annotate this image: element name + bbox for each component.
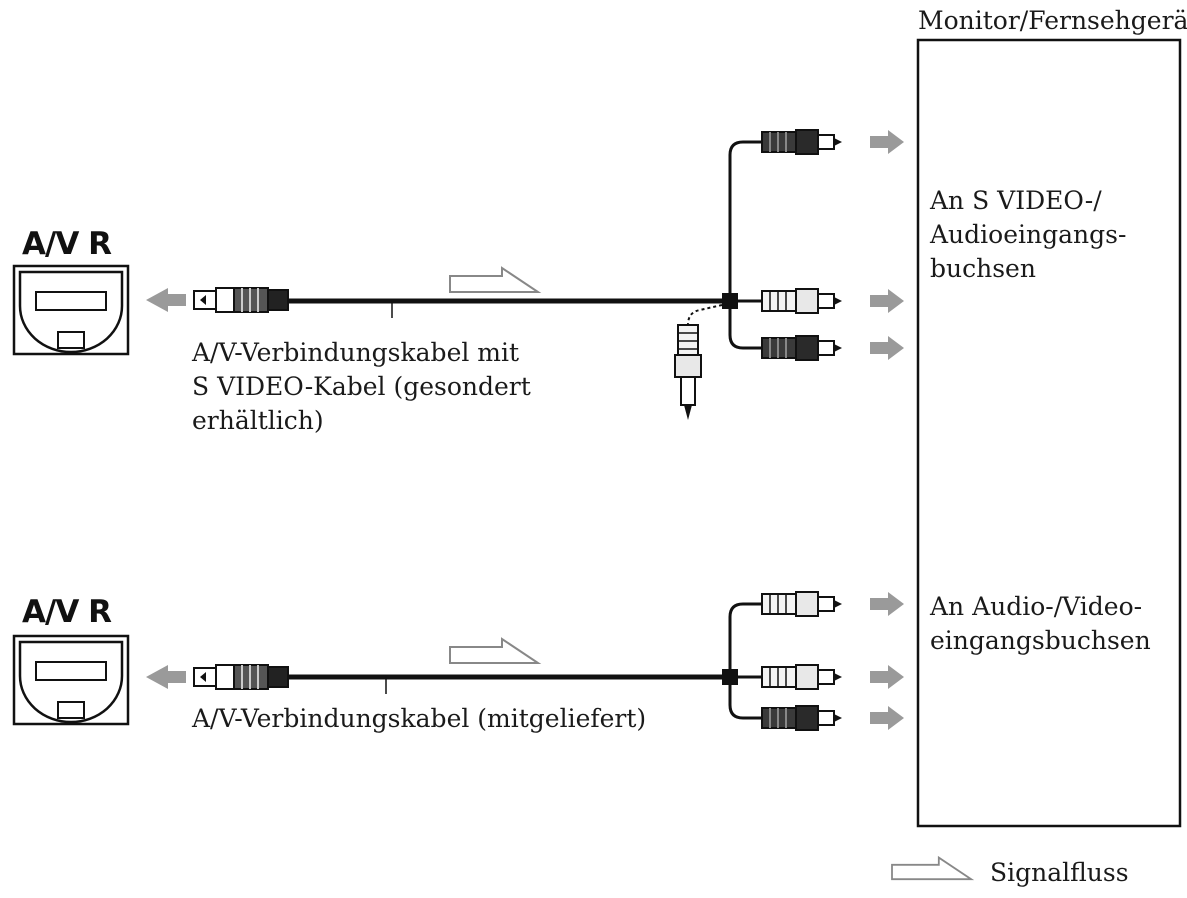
top-cable-label: A/V-Verbindungskabel mit S VIDEO-Kabel (… [192,336,531,438]
top-arrow-1-icon [870,130,904,154]
top-unused-video-plug-icon [674,324,702,420]
top-cable-label-line: erhältlich) [192,406,324,435]
hollow-arrow-icon [891,856,973,881]
top-audio-red-plug-icon [761,335,843,361]
bottom-audio-white-plug-icon [761,664,843,690]
monitor-bottom-label-line: eingangsbuchsen [930,626,1151,655]
bottom-av-r-jack-icon [12,634,130,726]
bottom-arrow-2-icon [870,665,904,689]
bottom-junction [722,669,738,685]
bottom-video-yellow-plug-icon [761,591,843,617]
top-connection [12,129,904,420]
top-cable-label-line: A/V-Verbindungskabel mit [192,338,520,367]
bottom-jack-arrow-icon [146,665,186,689]
top-signal-flow-arrow-icon [449,267,539,293]
bottom-connection [12,591,904,731]
top-arrow-2-icon [870,289,904,313]
bottom-camcorder-plug-icon [193,664,289,690]
monitor-top-label: An S VIDEO-/ Audioeingangs- buchsen [930,184,1126,286]
top-svideo-plug-icon [761,129,843,155]
top-arrow-3-icon [870,336,904,360]
top-camcorder-plug-icon [193,287,289,313]
bottom-cable-label-line: A/V-Verbindungskabel (mitgeliefert) [192,704,647,733]
monitor-title: Monitor/Fernsehgerät [918,6,1187,35]
top-audio-white-plug-icon [761,288,843,314]
bottom-arrow-1-icon [870,592,904,616]
monitor-top-label-line: Audioeingangs- [930,220,1127,249]
top-av-r-jack-icon [12,264,130,356]
monitor-bottom-label-line: An Audio-/Video- [930,592,1143,621]
bottom-signal-flow-arrow-icon [449,638,539,664]
bottom-audio-red-plug-icon [761,705,843,731]
bottom-arrow-3-icon [870,706,904,730]
bottom-jack-label: A/V R [22,594,112,630]
monitor-bottom-label: An Audio-/Video- eingangsbuchsen [930,590,1151,658]
top-cable-label-line: S VIDEO-Kabel (gesondert [192,372,531,401]
top-jack-arrow-icon [146,288,186,312]
monitor-top-label-line: An S VIDEO-/ [930,186,1102,215]
monitor-top-label-line: buchsen [930,254,1036,283]
legend-label: Signalfluss [990,858,1129,887]
bottom-cable-label: A/V-Verbindungskabel (mitgeliefert) [192,702,646,736]
top-jack-label: A/V R [22,226,112,262]
monitor-box [916,38,1182,828]
top-junction [722,293,738,309]
